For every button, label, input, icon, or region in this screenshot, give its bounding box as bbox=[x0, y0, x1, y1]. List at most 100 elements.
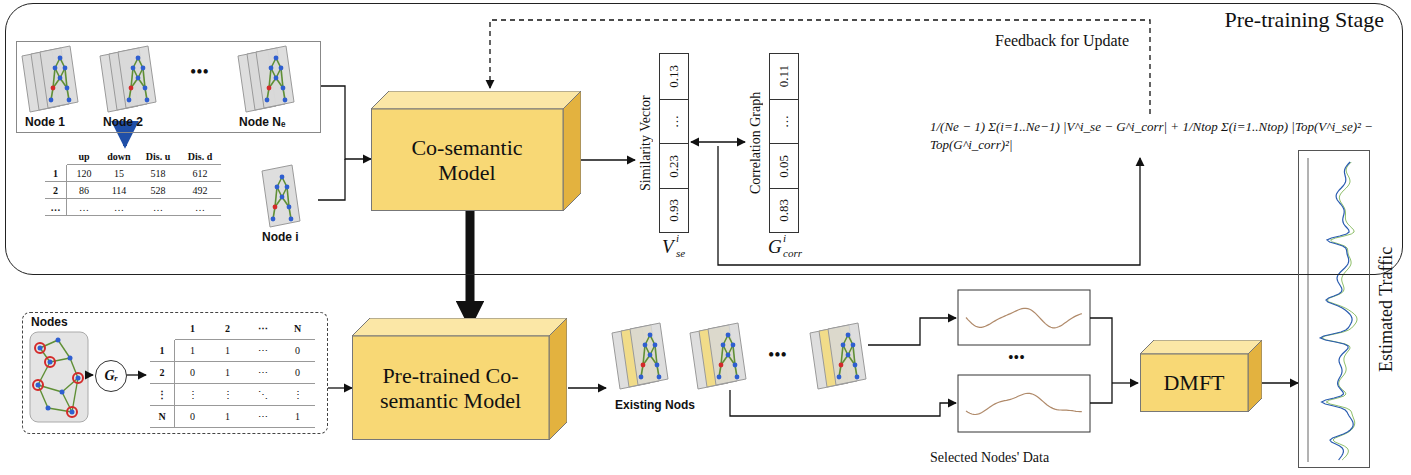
table-cell: N bbox=[150, 406, 175, 428]
joint-dot bbox=[719, 363, 724, 368]
annotation: Existing Nods bbox=[615, 398, 695, 412]
skeleton-bone bbox=[733, 345, 735, 365]
graph-node bbox=[35, 343, 45, 353]
skeleton-bone bbox=[643, 345, 645, 365]
graph-node bbox=[67, 407, 77, 417]
chart-line bbox=[1321, 162, 1357, 460]
joint-dot bbox=[733, 363, 738, 368]
joint-dot bbox=[281, 86, 286, 91]
graph-edge bbox=[38, 385, 48, 408]
table-cell: 612 bbox=[179, 165, 221, 182]
skeleton-bone bbox=[281, 68, 283, 88]
joint-dot bbox=[841, 343, 846, 348]
joint-dot bbox=[65, 86, 70, 91]
joint-dot bbox=[846, 353, 851, 358]
vector-column: 0.11 … 0.05 0.83 bbox=[769, 53, 799, 233]
table-cell: 2 bbox=[150, 362, 175, 384]
skeleton-card bbox=[118, 46, 156, 108]
skeleton-card bbox=[262, 165, 300, 227]
node-vec: Similarity Vector0.13…0.230.93 bbox=[635, 53, 691, 233]
vector-cell: … bbox=[660, 99, 688, 144]
connector bbox=[328, 387, 352, 388]
table-cell: N bbox=[280, 318, 315, 340]
vector-value: 0.83 bbox=[776, 199, 792, 222]
chart-title: Estimated Traffic bbox=[1374, 150, 1398, 468]
connector bbox=[1262, 382, 1298, 383]
table-cell: 518 bbox=[137, 165, 179, 182]
cuboid-top bbox=[352, 318, 567, 336]
stage-title: Pre-training Stage bbox=[1225, 7, 1384, 33]
joint-dot bbox=[275, 185, 280, 190]
vector-cell: 0.13 bbox=[660, 54, 688, 98]
graph-node bbox=[76, 376, 81, 381]
cuboid-side bbox=[1248, 340, 1262, 412]
skeleton-card bbox=[828, 323, 866, 385]
table-cell: 1 bbox=[210, 406, 245, 428]
joint-dot bbox=[837, 375, 842, 380]
joint-dot bbox=[726, 353, 731, 358]
data-plot bbox=[958, 375, 1090, 432]
node-chart: Estimated Traffic bbox=[1298, 150, 1400, 468]
joint-dot bbox=[648, 353, 653, 358]
joint-dot bbox=[280, 195, 285, 200]
annotation: Node i bbox=[262, 230, 299, 244]
box-title: DMFT bbox=[1163, 370, 1224, 395]
joint-dot bbox=[67, 98, 72, 103]
table-cell: 86 bbox=[67, 182, 101, 199]
joint-dot bbox=[846, 333, 851, 338]
cuboid-face: DMFT bbox=[1140, 354, 1248, 412]
joint-dot bbox=[643, 343, 648, 348]
skeleton-bone bbox=[53, 68, 55, 88]
graph-node bbox=[46, 406, 51, 411]
annotation: Selected Nodes' Data bbox=[930, 450, 1049, 466]
vector-column: 0.13…0.230.93 bbox=[659, 53, 689, 233]
merge-line bbox=[1090, 318, 1112, 403]
joint-dot bbox=[279, 66, 284, 71]
joint-dot bbox=[136, 76, 141, 81]
table-cell: ⋮ bbox=[280, 384, 315, 406]
joint-dot bbox=[273, 205, 278, 210]
joint-dot bbox=[731, 343, 736, 348]
node-panel: Pre-training StageNode 1Node 2Node Nₑ Co-… bbox=[5, 3, 1403, 275]
joint-dot bbox=[280, 175, 285, 180]
annotation: i bbox=[783, 232, 786, 244]
cuboid-top bbox=[371, 91, 581, 109]
table-cell: … bbox=[67, 199, 101, 216]
joint-dot bbox=[58, 76, 63, 81]
table-cell: 1 bbox=[175, 318, 210, 340]
table-cell: Dis. u bbox=[137, 148, 179, 165]
skeleton-bone bbox=[721, 345, 723, 365]
vector-cell: 0.05 bbox=[770, 143, 798, 188]
table-cell: Dis. d bbox=[179, 148, 221, 165]
table-cell: ⋯ bbox=[245, 406, 280, 428]
joint-dot bbox=[657, 375, 662, 380]
graph-node bbox=[56, 338, 61, 343]
joint-dot bbox=[265, 98, 270, 103]
table-cell: ⋮ bbox=[150, 384, 175, 406]
node-dashed: NodesGᵣ bbox=[22, 312, 328, 434]
node-box3d: Co-semantic Model bbox=[371, 91, 581, 211]
vector-value: 0.11 bbox=[776, 65, 792, 87]
graph-node bbox=[45, 357, 55, 367]
graph-arrow bbox=[88, 374, 93, 375]
vector-value: 0.93 bbox=[666, 199, 682, 222]
table-cell: ⋯ bbox=[245, 318, 280, 340]
skeleton-bone bbox=[275, 187, 277, 207]
table-cell: 1 bbox=[210, 362, 245, 384]
graph-node bbox=[38, 346, 43, 351]
box-title: Pre-trained Co-semantic Model bbox=[376, 363, 526, 414]
table-cell: 15 bbox=[101, 165, 137, 182]
joint-dot bbox=[851, 343, 856, 348]
vector-value: … bbox=[776, 115, 792, 128]
box-title: Co-semantic Model bbox=[392, 135, 542, 186]
vector-heading: Correlation Graph bbox=[745, 53, 767, 233]
table-cell: 0 bbox=[280, 340, 315, 362]
table-cell: 1 bbox=[280, 406, 315, 428]
node-nodesbox: Node 1Node 2Node Nₑ bbox=[16, 41, 321, 133]
joint-dot bbox=[721, 343, 726, 348]
table-cell: 1 bbox=[210, 340, 245, 362]
annotation: ••• bbox=[1008, 349, 1025, 367]
joint-dot bbox=[271, 217, 276, 222]
skeleton-bone bbox=[65, 68, 67, 88]
joint-dot bbox=[129, 86, 134, 91]
